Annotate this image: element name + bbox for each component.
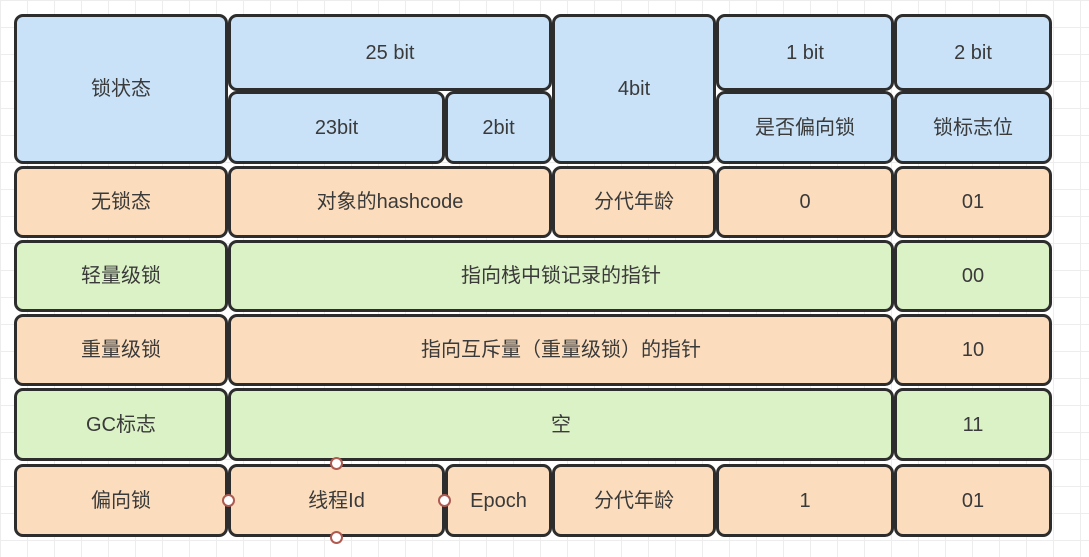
cell-stack-lock-record-pointer[interactable]: 指向栈中锁记录的指针 [228,240,894,312]
cell-heavyweight-lock-state[interactable]: 重量级锁 [14,314,228,386]
cell-biased-bit-1[interactable]: 1 [716,464,894,537]
cell-25bit-header[interactable]: 25 bit [228,14,552,91]
connection-point-top-icon[interactable] [330,457,343,470]
cell-flag-10[interactable]: 10 [894,314,1052,386]
cell-2bit-header[interactable]: 2bit [445,91,552,164]
cell-flag-00[interactable]: 00 [894,240,1052,312]
cell-empty[interactable]: 空 [228,388,894,461]
cell-is-biased-lock-header[interactable]: 是否偏向锁 [716,91,894,164]
cell-flag-11[interactable]: 11 [894,388,1052,461]
cell-no-lock-state[interactable]: 无锁态 [14,166,228,238]
connection-point-right-icon[interactable] [438,494,451,507]
connection-point-bottom-icon[interactable] [330,531,343,544]
cell-lightweight-lock-state[interactable]: 轻量级锁 [14,240,228,312]
cell-epoch[interactable]: Epoch [445,464,552,537]
cell-lock-state-header[interactable]: 锁状态 [14,14,228,164]
cell-23bit-header[interactable]: 23bit [228,91,445,164]
cell-4bit-header[interactable]: 4bit [552,14,716,164]
cell-flag-01-biased[interactable]: 01 [894,464,1052,537]
cell-flag-01-nolock[interactable]: 01 [894,166,1052,238]
cell-mutex-pointer[interactable]: 指向互斥量（重量级锁）的指针 [228,314,894,386]
cell-gc-mark-state[interactable]: GC标志 [14,388,228,461]
connection-point-left-icon[interactable] [222,494,235,507]
cell-biased-bit-0[interactable]: 0 [716,166,894,238]
cell-2bit-flag-header[interactable]: 2 bit [894,14,1052,91]
cell-object-hashcode[interactable]: 对象的hashcode [228,166,552,238]
cell-generation-age-nolock[interactable]: 分代年龄 [552,166,716,238]
cell-1bit-header[interactable]: 1 bit [716,14,894,91]
cell-thread-id[interactable]: 线程Id [228,464,445,537]
cell-lock-flag-bits-header[interactable]: 锁标志位 [894,91,1052,164]
cell-generation-age-biased[interactable]: 分代年龄 [552,464,716,537]
cell-biased-lock-state[interactable]: 偏向锁 [14,464,228,537]
